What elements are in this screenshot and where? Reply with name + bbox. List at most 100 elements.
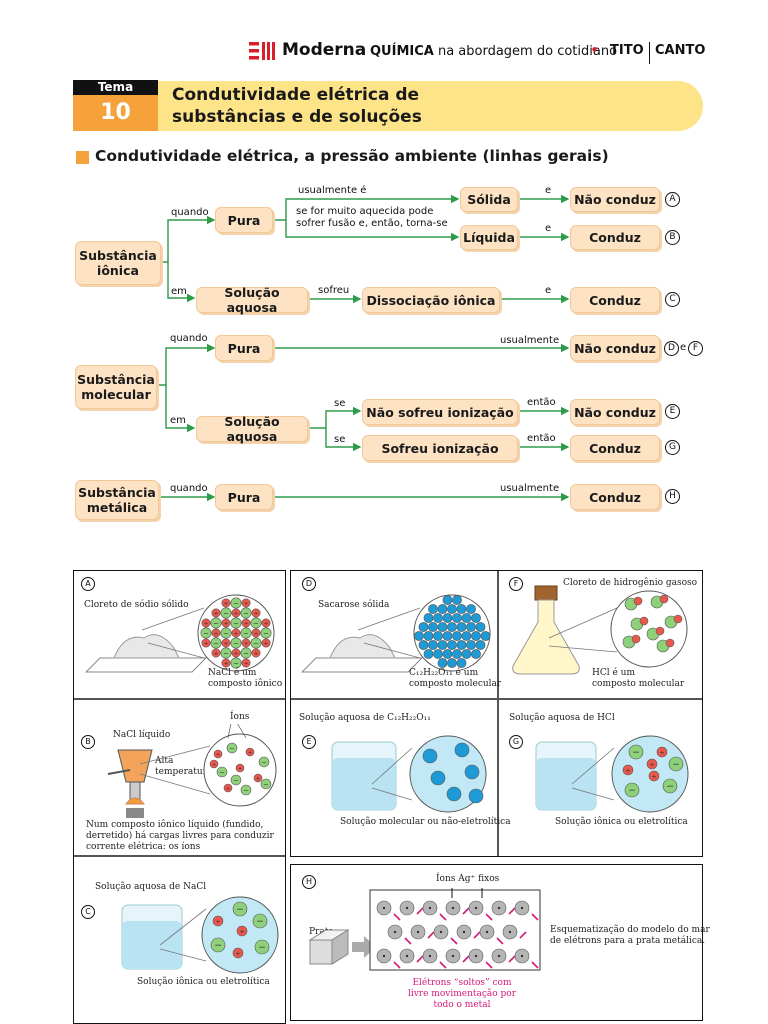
chloride-ion: [216, 766, 228, 778]
node-molecular-solucao: Solução aquosa: [196, 414, 308, 444]
label-quando: quando: [170, 333, 208, 344]
chloride-ion: [230, 637, 242, 649]
sucrose-molecule: [418, 640, 429, 650]
sucrose-molecule: [433, 649, 443, 659]
hydrogen-atom: [655, 626, 665, 636]
node-metalica-pura: Pura: [215, 484, 273, 510]
ref-h-icon: H: [665, 489, 680, 504]
hydrogen-ion: [622, 764, 634, 776]
panel-f-title: Cloreto de hidrogênio gasoso: [563, 578, 698, 588]
nacl-crystal-illustration: +−++−+−++−+−+−+−+−+−+−+−+−+−++−+−++−+: [84, 594, 275, 673]
sucrose-molecule: [475, 640, 486, 650]
sucrose-molecule: [437, 622, 448, 632]
sodium-ion: [221, 618, 231, 628]
chloride-ion: [210, 937, 226, 953]
ion-center-dot: [382, 954, 386, 958]
label-em: em: [170, 415, 186, 426]
sodium-ion: [251, 628, 261, 638]
node-ionica-solucao: Solução aquosa: [196, 285, 308, 315]
panel-e-caption: Solução molecular ou não-eletrolítica: [340, 817, 511, 827]
ion-charge-symbol: +: [212, 762, 216, 768]
electron-arrow: [393, 961, 401, 969]
electron-arrow: [531, 913, 539, 921]
sodium-ion: [231, 608, 241, 618]
ion-charge-symbol: +: [214, 631, 219, 637]
label-quando: quando: [171, 207, 209, 218]
panel-a-caption: NaCl é um composto iônico: [208, 668, 283, 689]
chloride-ion: [260, 627, 272, 639]
label-entao: então: [527, 433, 556, 444]
sodium-ion: [213, 749, 223, 759]
chloride-ion: [230, 597, 242, 609]
sucrose-molecule: [433, 631, 443, 641]
sucrose-molecule: [447, 640, 457, 650]
sucrose-molecule: [447, 622, 457, 632]
panel-g-caption: Solução iônica ou eletrolítica: [555, 817, 688, 827]
ion-charge-symbol: −: [632, 748, 640, 758]
node-conduz-metalica: Conduz: [570, 484, 660, 510]
ion-charge-symbol: −: [213, 639, 219, 647]
ion-charge-symbol: +: [244, 641, 249, 647]
chloride-ion: [210, 637, 222, 649]
sucrose-molecule: [466, 622, 476, 632]
electron-arrow: [462, 907, 470, 915]
ion-center-dot: [428, 906, 432, 910]
sodium-ion: [236, 925, 248, 937]
divider: [74, 698, 285, 700]
chloride-ion: [210, 617, 222, 629]
label-usualmente: usualmente: [500, 483, 560, 494]
ion-center-dot: [428, 954, 432, 958]
panel-h-prata: Prata: [309, 927, 334, 937]
panel-f-label: F: [509, 577, 523, 591]
ion-charge-symbol: −: [233, 599, 239, 607]
ion-charge-symbol: +: [224, 621, 229, 627]
sucrose-molecule: [428, 640, 438, 650]
electron-arrow: [508, 955, 516, 963]
book-title: QUÍMICA na abordagem do cotidiano: [370, 44, 618, 59]
sodium-ion: [221, 638, 231, 648]
ion-charge-symbol: +: [215, 917, 220, 925]
hydrogen-ion: [648, 770, 660, 782]
sodium-ion: [253, 773, 263, 783]
ion-charge-symbol: −: [628, 786, 636, 796]
sucrose-molecule: [423, 613, 434, 623]
chloride-ion: [258, 756, 270, 768]
label-e: e: [545, 285, 552, 296]
hydrogen-atom: [639, 616, 649, 626]
ion-charge-symbol: −: [223, 629, 229, 637]
electron-arrow: [439, 961, 447, 969]
label-e: e: [545, 223, 552, 234]
ion-charge-symbol: +: [204, 641, 209, 647]
ion-center-dot: [485, 930, 489, 934]
sodium-ion: [261, 638, 271, 648]
ion-charge-symbol: +: [254, 631, 259, 637]
molten-nacl-illustration: +−+−−+++−+−−: [107, 724, 277, 818]
sucrose-molecule: [423, 649, 434, 659]
sucrose-molecule: [454, 742, 470, 758]
node-nao-conduz-molecular: Não conduz: [570, 335, 660, 361]
hydrogen-atom: [631, 634, 641, 644]
tema-number: 10: [73, 95, 158, 131]
ion-charge-symbol: +: [254, 611, 259, 617]
sodium-ion: [261, 618, 271, 628]
sucrose-molecule: [442, 595, 453, 605]
sodium-ion: [211, 648, 221, 658]
ion-charge-symbol: −: [243, 786, 248, 794]
ion-charge-symbol: +: [234, 631, 239, 637]
panel-b-title: NaCl líquido: [113, 730, 171, 740]
ion-charge-symbol: −: [219, 768, 224, 776]
sucrose-molecule: [456, 622, 467, 632]
ion-center-dot: [451, 954, 455, 958]
sucrose-molecule: [428, 622, 438, 632]
ion-center-dot: [508, 930, 512, 934]
label-entao: então: [527, 397, 556, 408]
chloride-ion: [240, 607, 252, 619]
electron-arrow: [416, 907, 424, 915]
sucrose-molecule: [466, 604, 476, 614]
panel-d-label: D: [302, 577, 316, 591]
node-ionica-pura: Pura: [215, 207, 273, 233]
ion-charge-symbol: −: [223, 609, 229, 617]
chloride-ion: [252, 913, 268, 929]
sodium-ion: [211, 628, 221, 638]
ion-charge-symbol: +: [216, 752, 220, 758]
